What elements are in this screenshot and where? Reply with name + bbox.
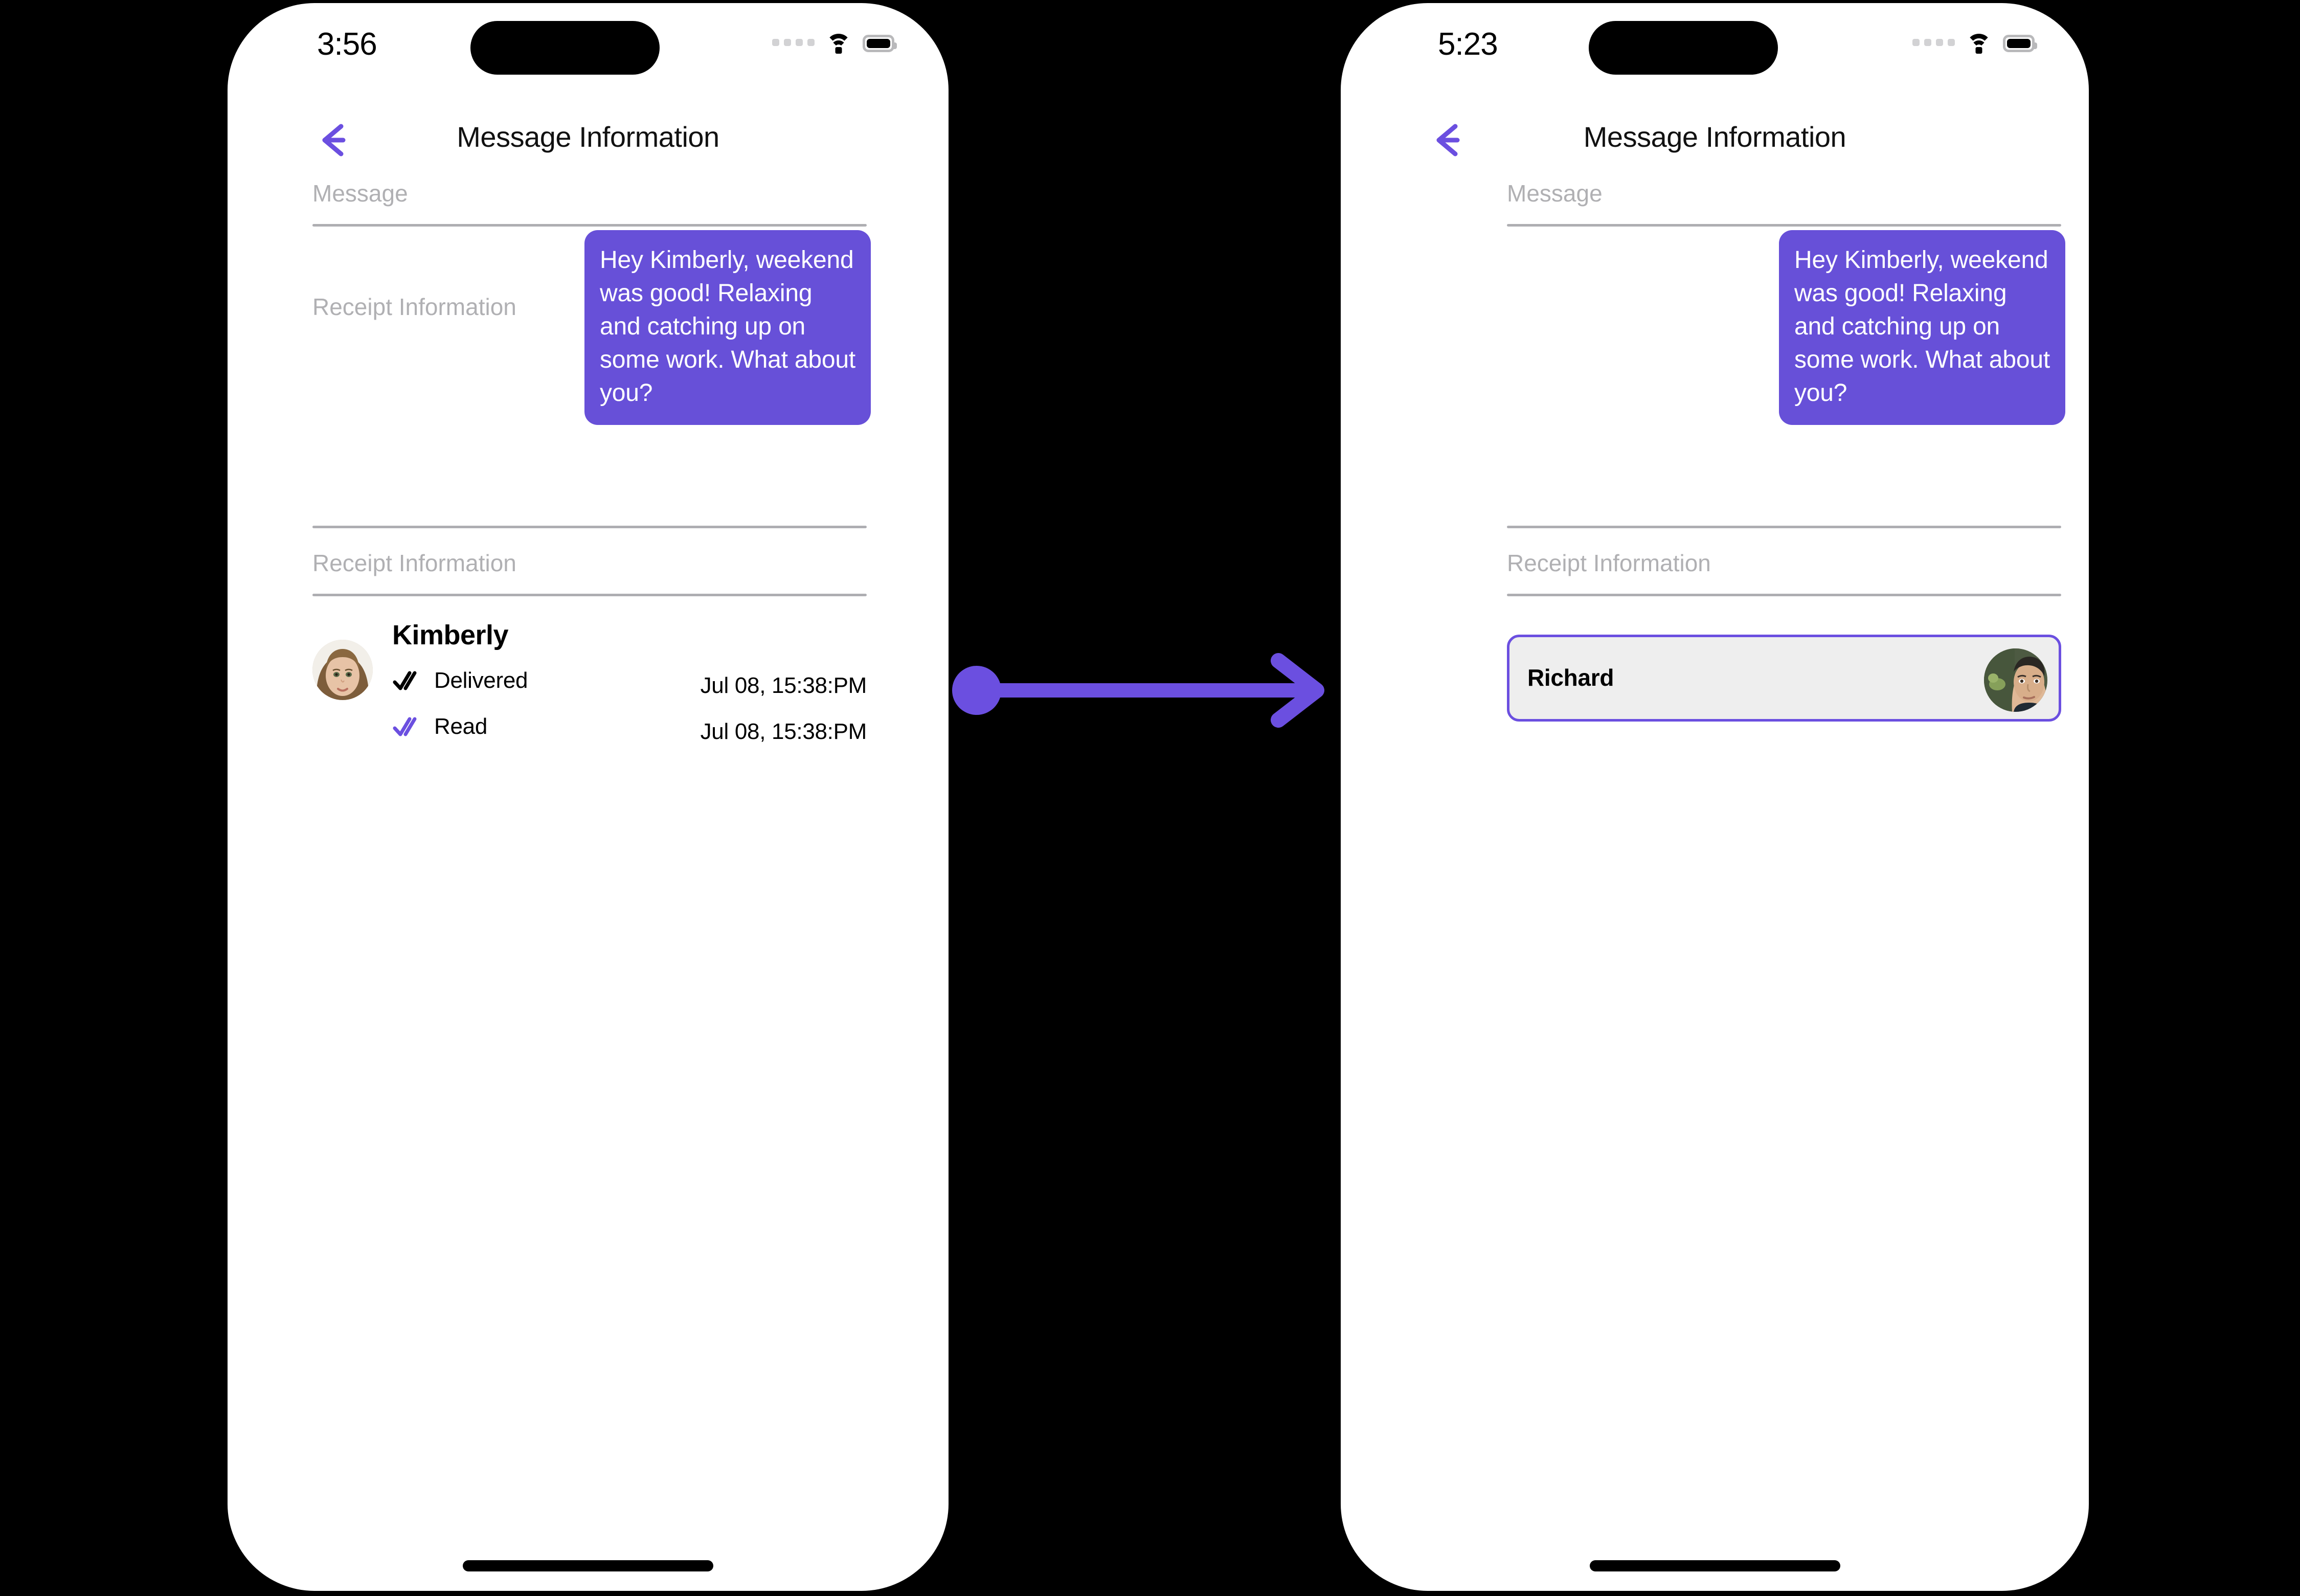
divider-message bbox=[1507, 224, 2061, 227]
status-icon-group bbox=[1912, 34, 2037, 54]
section-label-receipt-info: Receipt Information bbox=[1507, 550, 1711, 576]
divider-message bbox=[312, 224, 867, 227]
receipt-time-delivered: Jul 08, 15:38:PM bbox=[700, 673, 867, 698]
avatar-kimberly bbox=[312, 640, 373, 700]
back-arrow-icon[interactable] bbox=[312, 118, 356, 162]
divider-receipt bbox=[312, 594, 867, 596]
receipt-state-label: Delivered bbox=[434, 668, 528, 693]
flow-arrow-icon bbox=[949, 644, 1342, 736]
status-bar: 5:23 bbox=[1341, 3, 2089, 80]
message-bubble: Hey Kimberly, weekend was good! Relaxing… bbox=[1779, 230, 2065, 425]
member-name: Richard bbox=[1527, 664, 1614, 691]
wifi-icon bbox=[826, 34, 851, 54]
phone-screen-left: 3:56 Message Information Messag bbox=[228, 3, 949, 1591]
back-arrow-icon[interactable] bbox=[1427, 118, 1471, 162]
signal-dots-icon bbox=[1912, 39, 1955, 48]
page-title: Message Information bbox=[1583, 121, 1846, 153]
receipt-row-read: Read bbox=[392, 714, 487, 739]
status-bar: 3:56 bbox=[228, 3, 949, 80]
navigation-bar: Message Information bbox=[228, 118, 949, 174]
double-check-icon bbox=[393, 671, 417, 690]
home-indicator bbox=[463, 1560, 713, 1571]
section-label-message: Message bbox=[312, 180, 408, 207]
battery-icon bbox=[863, 35, 897, 52]
section-label-receipt-info: Receipt Information bbox=[312, 550, 516, 576]
status-icon-group bbox=[772, 34, 897, 54]
receipt-row-delivered: Delivered bbox=[392, 668, 528, 693]
battery-icon bbox=[2003, 35, 2037, 52]
receipt-state-label: Read bbox=[434, 714, 487, 739]
avatar-richard bbox=[1984, 648, 2047, 712]
page-title: Message Information bbox=[457, 121, 719, 153]
receipt-time-read: Jul 08, 15:38:PM bbox=[700, 719, 867, 744]
receipt-member-card[interactable]: Richard bbox=[1507, 635, 2061, 722]
divider-after-message bbox=[1507, 526, 2061, 528]
dynamic-island bbox=[1589, 21, 1778, 75]
status-clock: 5:23 bbox=[1438, 27, 1498, 62]
contact-name: Kimberly bbox=[392, 620, 509, 650]
phone-screen-right: 5:23 Message Information Messag bbox=[1341, 3, 2089, 1591]
home-indicator bbox=[1589, 1560, 1840, 1571]
dynamic-island bbox=[470, 21, 660, 75]
signal-dots-icon bbox=[772, 39, 815, 48]
section-label-receipt: Receipt Information bbox=[312, 294, 516, 320]
message-bubble: Hey Kimberly, weekend was good! Relaxing… bbox=[584, 230, 871, 425]
divider-receipt bbox=[1507, 594, 2061, 596]
divider-after-message bbox=[312, 526, 867, 528]
wifi-icon bbox=[1966, 34, 1992, 54]
section-label-message: Message bbox=[1507, 180, 1603, 207]
navigation-bar: Message Information bbox=[1341, 118, 2089, 174]
status-clock: 3:56 bbox=[317, 27, 377, 62]
double-check-icon bbox=[393, 717, 417, 736]
